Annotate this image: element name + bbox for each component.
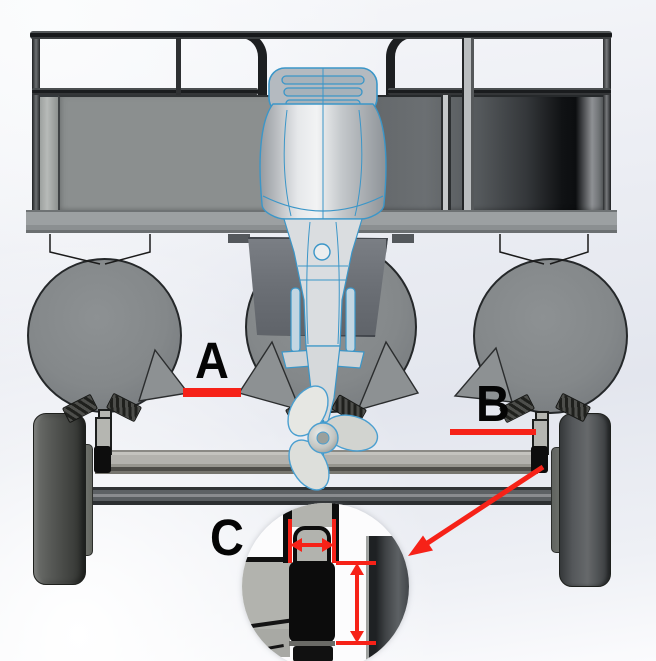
railing-baluster	[176, 38, 181, 95]
railing-post-mid-right	[462, 38, 474, 212]
callout-a-line	[183, 388, 241, 397]
dim-width-arrowhead-left	[290, 538, 302, 552]
inset-guide-foot-line	[289, 641, 335, 646]
callout-a-label: A	[195, 332, 229, 389]
inset-black-guide	[289, 561, 335, 643]
deck-bracket-right	[392, 234, 414, 243]
dim-witness-right	[332, 519, 336, 563]
inset-fender-panel	[366, 536, 409, 661]
fin-center-pontoon-left	[237, 340, 302, 412]
detail-inset-circle	[242, 503, 409, 661]
propeller	[287, 385, 379, 491]
callout-b-line	[450, 429, 536, 435]
fin-left-pontoon	[137, 348, 190, 402]
callout-c-label: C	[210, 509, 244, 566]
fin-right-pontoon	[453, 346, 513, 403]
dim-height-shaft	[355, 573, 359, 633]
railing-post-right	[603, 32, 611, 210]
dim-height-arrowhead-top	[350, 563, 364, 575]
deck-bracket-left	[228, 234, 250, 243]
inset-bunk-band	[242, 557, 292, 630]
dim-witness-bottom	[336, 641, 376, 645]
trailer-wheel-left	[33, 413, 86, 585]
leader-arrowhead	[408, 535, 433, 556]
railing-post-left	[32, 32, 40, 212]
fin-center-pontoon-right	[356, 340, 420, 412]
dim-width-shaft	[298, 543, 326, 547]
motor-cowl-body	[259, 68, 387, 220]
railing-lower-rail-left	[32, 88, 258, 95]
dim-height-arrowhead-bottom	[350, 631, 364, 643]
railing-lower-rail-right	[388, 88, 611, 95]
inset-guide-foot	[293, 646, 333, 661]
inset-post-edge-left	[283, 503, 292, 563]
bracket-guide-left	[94, 446, 111, 473]
railing-top-rail	[30, 31, 612, 39]
bracket-guide-right	[531, 446, 548, 473]
motor-midsection	[281, 218, 365, 369]
fence-panel-edge-strip	[40, 95, 58, 212]
trailer-axle	[58, 487, 598, 505]
dim-width-arrowhead-right	[322, 538, 334, 552]
callout-b-label: B	[476, 375, 510, 432]
inset-post-top	[292, 503, 332, 527]
trailer-wheel-right	[559, 413, 611, 587]
fence-panel-seam	[441, 95, 451, 210]
